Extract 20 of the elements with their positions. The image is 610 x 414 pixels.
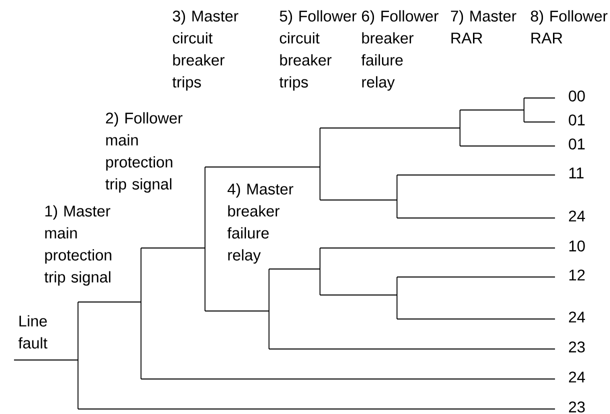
heading-label: Line fault <box>18 315 48 349</box>
heading-label: 6) Follower breaker failure relay <box>361 10 438 91</box>
heading-label: 3) Master circuit breaker trips <box>172 10 238 91</box>
heading-label: 2) Follower main protection trip signal <box>105 112 182 193</box>
heading-label: 5) Follower circuit breaker trips <box>279 10 356 91</box>
heading-label: 8) Follower RAR <box>530 10 608 44</box>
outcome-label: 01 <box>568 114 585 126</box>
outcome-label: 23 <box>568 342 585 352</box>
heading-label: 1) Master main protection trip signal <box>44 205 112 286</box>
heading-label: 7) Master RAR <box>451 10 516 44</box>
heading-label: 4) Master breaker failure relay <box>227 183 294 264</box>
outcome-label: 01 <box>568 138 585 150</box>
outcome-label: 10 <box>569 240 585 252</box>
outcome-label: 11 <box>569 168 584 178</box>
outcome-label: 24 <box>568 210 585 222</box>
outcome-label: 23 <box>568 402 585 412</box>
outcome-label: 24 <box>568 312 585 322</box>
outcome-label: 12 <box>569 270 585 280</box>
outcome-label: 24 <box>568 372 585 382</box>
outcome-label: 00 <box>568 90 585 102</box>
